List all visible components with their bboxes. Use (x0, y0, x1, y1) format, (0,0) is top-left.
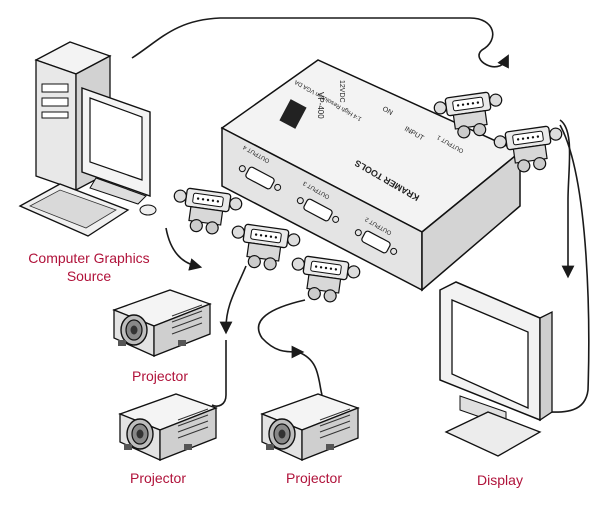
projector-3-label: Projector (285, 470, 343, 486)
display-label: Display (477, 472, 523, 488)
display-monitor-icon (439, 281, 553, 457)
power-input-label: 12VDC (338, 80, 345, 103)
model-label: VP-400 (316, 92, 325, 119)
projector-1-icon (113, 289, 211, 357)
projector-2-label: Projector (129, 470, 187, 486)
output2-to-projector3-cable (257, 299, 306, 359)
computer-icon (18, 41, 157, 237)
vga-connector-output3-icon (227, 221, 302, 275)
source-label-line2: Source (66, 268, 112, 284)
output1-to-display-cable (559, 119, 575, 279)
source-to-device-cable (131, 17, 509, 69)
power-label: ON (381, 106, 394, 117)
projector-1-label: Projector (131, 368, 189, 384)
projector-3-icon (261, 393, 359, 461)
vga-connector-output4-icon (169, 185, 244, 239)
projector-2-icon (119, 393, 217, 461)
kramer-logo-icon (279, 99, 307, 129)
output3-port-icon (296, 197, 340, 223)
source-label-line1: Computer Graphics (28, 250, 150, 266)
output4-to-projector1-cable (165, 227, 203, 271)
distribution-amplifier: VP-400 12VDC ON INPUT 1:4 High Resolutio… (220, 59, 522, 292)
vga-connector-output2-icon (287, 253, 362, 307)
output3-to-projector2-cable (219, 265, 247, 335)
output2-port-icon (354, 229, 398, 255)
output4-port-icon (238, 165, 282, 191)
